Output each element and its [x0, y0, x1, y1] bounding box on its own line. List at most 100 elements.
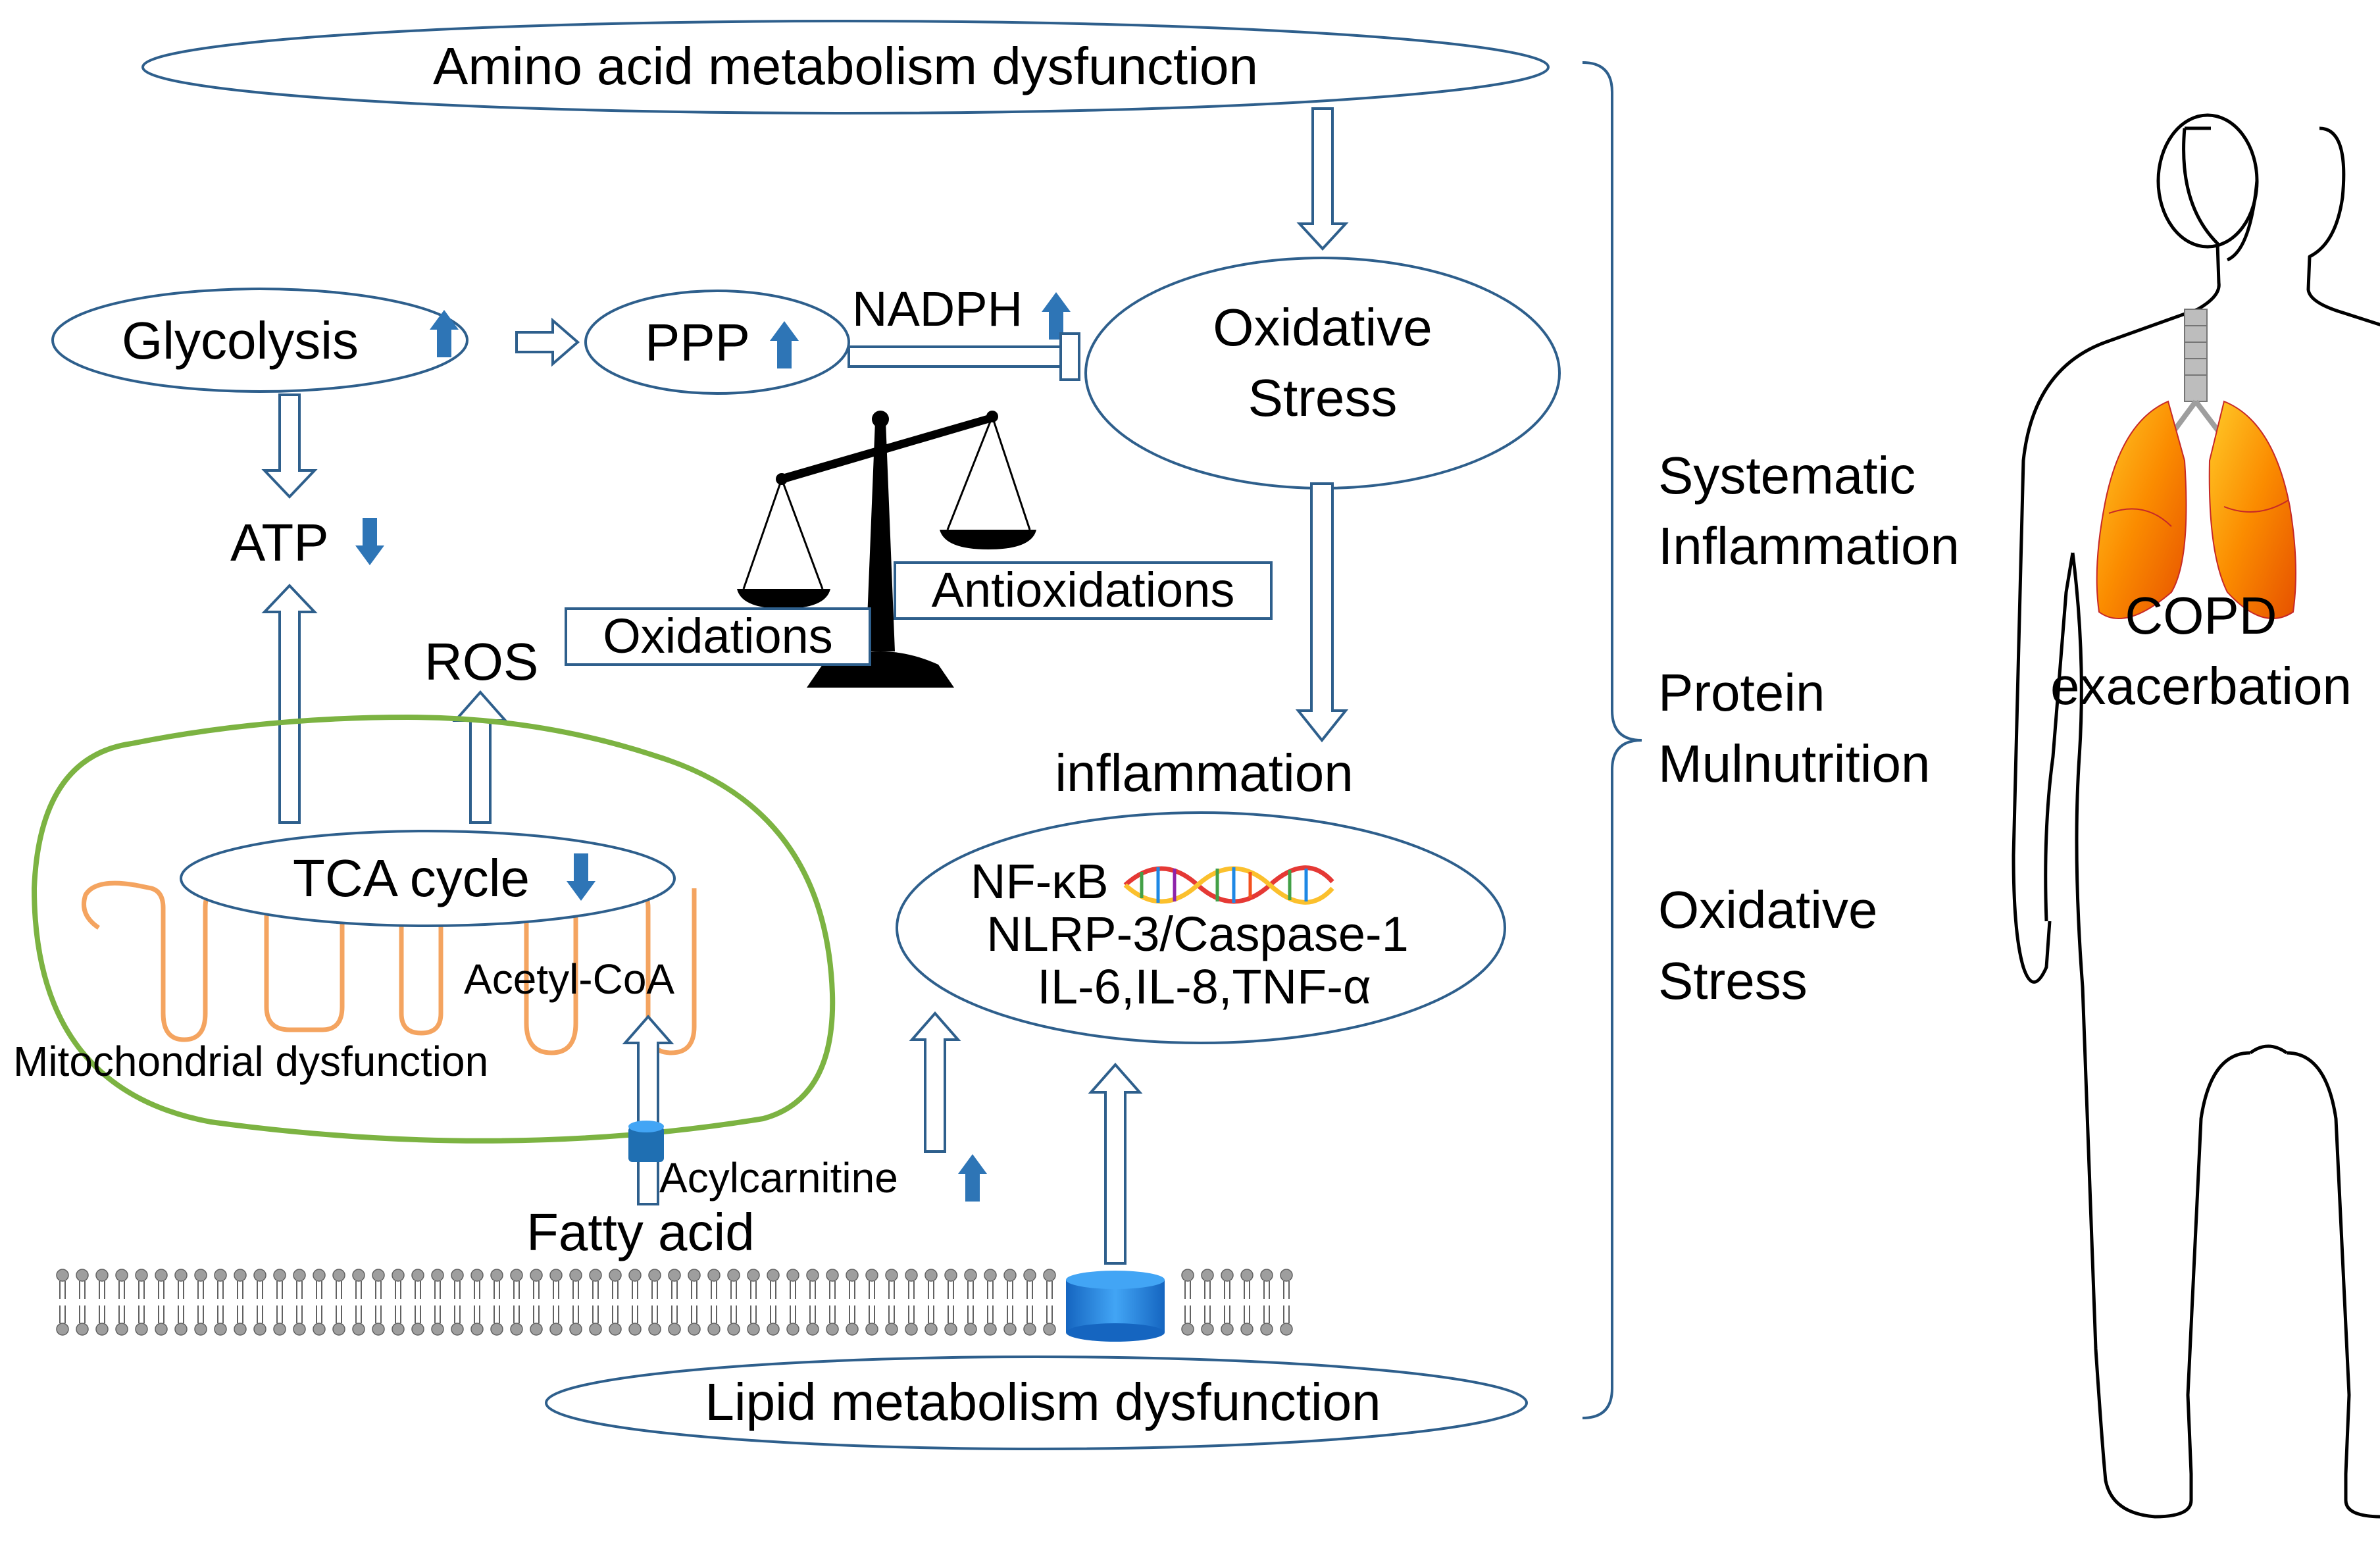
- lipid-head: [352, 1269, 365, 1282]
- lipid-head: [95, 1323, 109, 1336]
- amino-acid-ellipse: [141, 20, 1550, 114]
- carnitine-transporter-icon: [628, 1121, 664, 1162]
- lipid-head: [1181, 1323, 1194, 1336]
- arrow-oxidative-to-inflammation: [1295, 482, 1349, 743]
- lipid-head: [1260, 1269, 1273, 1282]
- lipid-head: [767, 1323, 780, 1336]
- lipid-head: [964, 1269, 977, 1282]
- oxidative-stress-label-line1: Oxidative: [1213, 298, 1432, 357]
- lipid-head: [490, 1323, 503, 1336]
- lipid-head: [174, 1323, 188, 1336]
- acetyl-coa-label: Acetyl-CoA: [464, 955, 674, 1003]
- lipid-head: [786, 1323, 799, 1336]
- lipid-head: [1003, 1269, 1017, 1282]
- lipid-head: [451, 1323, 464, 1336]
- lipid-head: [155, 1269, 168, 1282]
- lipid-head: [668, 1323, 681, 1336]
- lipid-head: [549, 1323, 563, 1336]
- lungs-icon: [2096, 309, 2296, 619]
- tca-cycle-ellipse: [180, 830, 676, 927]
- dna-icon: [1123, 865, 1334, 905]
- lipid-head: [1181, 1269, 1194, 1282]
- balance-scale-icon: [737, 411, 1036, 688]
- lipid-head: [470, 1269, 484, 1282]
- lipid-head: [609, 1323, 622, 1336]
- lipid-head: [569, 1323, 582, 1336]
- ros-label: ROS: [424, 632, 538, 691]
- lipid-head: [530, 1269, 543, 1282]
- lipid-head: [984, 1323, 997, 1336]
- lipid-head: [76, 1323, 89, 1336]
- lipid-head: [865, 1269, 878, 1282]
- lipid-head: [846, 1269, 859, 1282]
- lipid-head: [806, 1269, 819, 1282]
- nlrp3-label: NLRP-3/Caspase-1: [986, 907, 1409, 961]
- lipid-head: [767, 1269, 780, 1282]
- inhibition-bar-end: [1059, 332, 1080, 381]
- lipid-head: [530, 1323, 543, 1336]
- outcome-protein-line2: Mulnutrition: [1658, 734, 1931, 793]
- lipid-head: [1043, 1269, 1056, 1282]
- lipid-head: [984, 1269, 997, 1282]
- lipid-label: Lipid metabolism dysfunction: [705, 1373, 1380, 1431]
- antioxidations-box: [894, 561, 1273, 620]
- arrow-lipid-to-inflammation: [1088, 1062, 1143, 1265]
- glycolysis-up-arrow-icon: [430, 310, 459, 357]
- lipid-head: [352, 1323, 365, 1336]
- copd-label-line1: COPD: [2125, 586, 2277, 645]
- antioxidations-label: Antioxidations: [932, 563, 1235, 617]
- tca-down-arrow-icon: [567, 853, 595, 901]
- arrow-tca-to-ros: [452, 690, 509, 824]
- lipid-head: [944, 1269, 957, 1282]
- lipid-head: [510, 1323, 523, 1336]
- lipid-head: [56, 1323, 69, 1336]
- lipid-head: [293, 1269, 306, 1282]
- lipid-head: [1221, 1323, 1234, 1336]
- lipid-head: [1240, 1323, 1253, 1336]
- oxidative-stress-label-line2: Stress: [1248, 368, 1398, 427]
- lipid-head: [964, 1323, 977, 1336]
- lipid-head: [727, 1269, 740, 1282]
- arrow-glycolysis-to-ppp: [515, 317, 580, 367]
- lipid-head: [194, 1323, 207, 1336]
- lipid-head: [885, 1269, 898, 1282]
- lipid-head: [253, 1323, 266, 1336]
- lipid-head: [865, 1323, 878, 1336]
- lipid-head: [569, 1269, 582, 1282]
- lipid-head: [313, 1269, 326, 1282]
- lipid-head: [234, 1269, 247, 1282]
- fatty-acid-label: Fatty acid: [526, 1203, 755, 1261]
- nadph-label: NADPH: [852, 282, 1023, 336]
- atp-down-arrow-icon: [355, 518, 384, 565]
- membrane-channel-icon: [1066, 1271, 1165, 1342]
- lipid-head: [648, 1269, 661, 1282]
- lipid-head: [826, 1323, 839, 1336]
- arrow-glycolysis-to-atp: [261, 393, 318, 499]
- arrow-amino-to-oxidative: [1296, 107, 1349, 251]
- lipid-head: [628, 1323, 642, 1336]
- lipid-head: [688, 1269, 701, 1282]
- lipid-head: [1280, 1323, 1293, 1336]
- lipid-head: [905, 1269, 918, 1282]
- lipid-head: [1221, 1269, 1234, 1282]
- nfkb-label: NF-κB: [971, 854, 1109, 909]
- outcome-systematic-line1: Systematic: [1658, 446, 1915, 505]
- lipid-head: [648, 1323, 661, 1336]
- lipid-head: [372, 1269, 385, 1282]
- oxidations-box: [565, 607, 871, 666]
- lipid-head: [944, 1323, 957, 1336]
- lipid-head: [411, 1323, 424, 1336]
- lipid-head: [214, 1269, 227, 1282]
- lipid-head: [273, 1323, 286, 1336]
- lipid-head: [806, 1323, 819, 1336]
- lipid-head: [747, 1323, 760, 1336]
- outcome-systematic-line2: Inflammation: [1658, 517, 1960, 575]
- lipid-head: [115, 1269, 128, 1282]
- cytokines-label: IL-6,IL-8,TNF-α: [1037, 959, 1371, 1014]
- outcome-oxidative-line1: Oxidative: [1658, 880, 1877, 939]
- lipid-head: [747, 1269, 760, 1282]
- lipid-head: [392, 1323, 405, 1336]
- lipid-head: [924, 1269, 938, 1282]
- lipid-head: [332, 1323, 345, 1336]
